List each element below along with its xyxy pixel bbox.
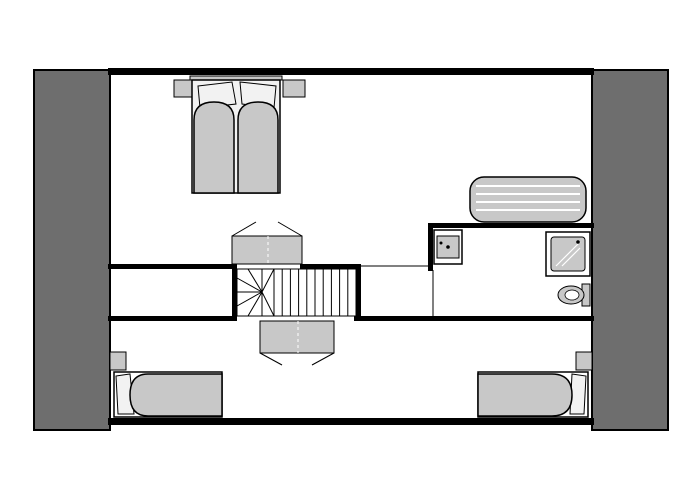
- nightstand-right: [282, 79, 306, 98]
- single-bed-left: [109, 351, 223, 418]
- corridor-walls: [108, 264, 594, 321]
- roof-slope-right: [591, 69, 669, 431]
- stair-opening-top: [231, 221, 303, 265]
- sink: [433, 229, 463, 265]
- nightstand-bottom-left: [109, 351, 127, 371]
- pillow-left: [197, 81, 237, 109]
- staircase: [236, 268, 357, 317]
- duvet-left: [193, 101, 235, 194]
- outer-walls: [108, 68, 594, 425]
- radiator: [469, 176, 587, 223]
- bathroom-walls: [428, 223, 594, 318]
- stair-opening-bottom: [259, 320, 335, 366]
- stair-treads: [273, 269, 357, 316]
- shower: [545, 231, 591, 277]
- duvet-right: [237, 101, 279, 194]
- double-bed: [173, 75, 306, 194]
- single-bed-right: [477, 351, 593, 418]
- toilet: [557, 283, 591, 307]
- nightstand-bottom-right: [575, 351, 593, 371]
- roof-slope-left: [33, 69, 111, 431]
